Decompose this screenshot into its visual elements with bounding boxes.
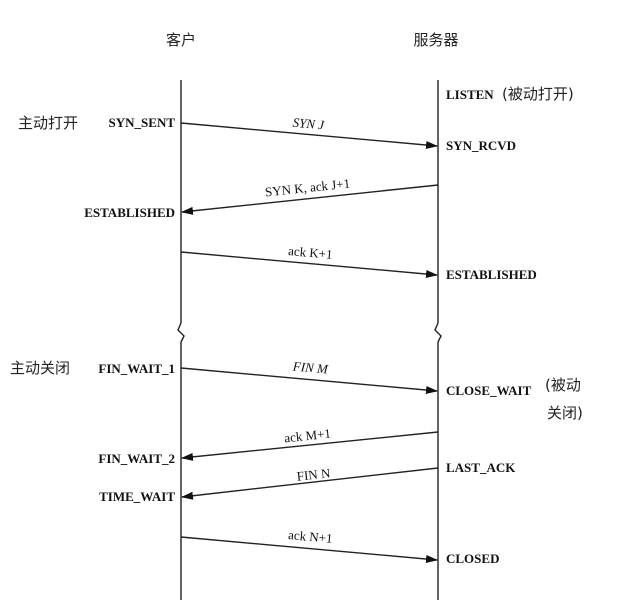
- msg-ack-n1: ack N+1: [288, 527, 334, 546]
- passive-open-label: (被动打开): [502, 85, 574, 103]
- client-state-time-wait: TIME_WAIT: [99, 489, 175, 504]
- server-state-close-wait: CLOSE_WAIT: [446, 383, 532, 398]
- active-open-label: 主动打开: [18, 114, 78, 132]
- client-state-syn-sent: SYN_SENT: [109, 115, 176, 130]
- client-state-fin-wait-1: FIN_WAIT_1: [98, 361, 175, 376]
- msg-syn-j: SYN J: [292, 115, 326, 133]
- active-close-label: 主动关闭: [10, 359, 70, 377]
- client-state-fin-wait-2: FIN_WAIT_2: [98, 451, 175, 466]
- client-timeline: [177, 80, 185, 600]
- arrow-syn-j: [180, 122, 438, 149]
- server-state-closed: CLOSED: [446, 551, 499, 566]
- arrow-syn-k-ack: [181, 184, 439, 215]
- server-timeline: [434, 80, 442, 600]
- server-state-syn-rcvd: SYN_RCVD: [446, 138, 516, 153]
- msg-fin-m: FIN M: [291, 358, 329, 376]
- arrow-fin-n: [181, 467, 439, 500]
- server-state-established: ESTABLISHED: [446, 267, 537, 282]
- arrow-ack-m1: [181, 431, 439, 461]
- passive-close-label-1: (被动: [545, 376, 581, 394]
- msg-fin-n: FIN N: [296, 465, 332, 483]
- msg-ack-m1: ack M+1: [284, 426, 332, 446]
- client-header: 客户: [166, 31, 196, 49]
- arrow-ack-k1: [180, 251, 438, 278]
- passive-close-label-2: 关闭): [547, 404, 583, 422]
- server-header: 服务器: [413, 31, 458, 49]
- server-state-last-ack: LAST_ACK: [446, 460, 516, 475]
- msg-ack-k1: ack K+1: [288, 243, 334, 262]
- client-state-established: ESTABLISHED: [84, 205, 175, 220]
- arrow-ack-n1: [180, 536, 438, 563]
- server-state-listen: LISTEN: [446, 87, 494, 102]
- arrow-fin-m: [180, 367, 438, 394]
